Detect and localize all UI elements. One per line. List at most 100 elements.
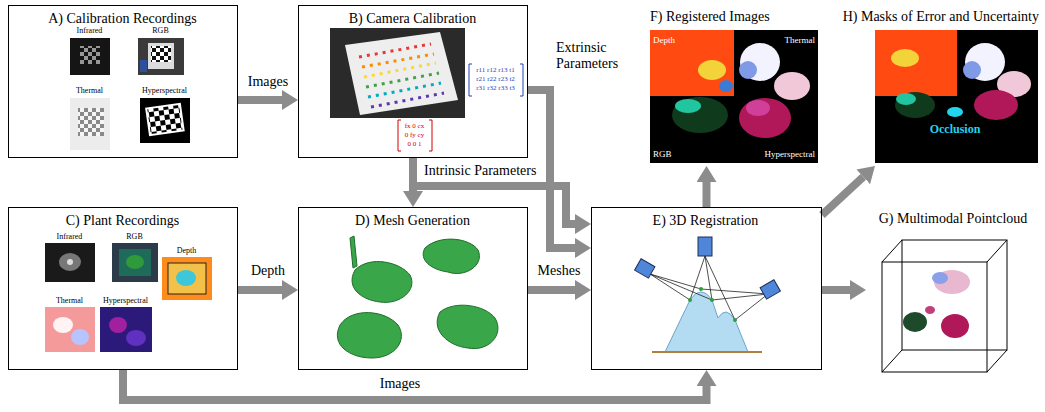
infrared-plant-image [45, 243, 95, 282]
panel-label: RGB [126, 232, 142, 242]
plant-mesh [337, 236, 498, 358]
panel-label: r31 r32 r33 t3 [476, 84, 515, 93]
thermal-plant-image [71, 329, 89, 345]
registration-schematic [650, 274, 712, 300]
stage-box: E) 3D Registration [591, 207, 822, 370]
rgb-plant-image [112, 243, 158, 282]
panel-label: r21 r22 r23 t2 [476, 75, 515, 84]
panel-heading: E) 3D Registration [653, 212, 759, 230]
calibration-photo [364, 63, 436, 77]
error-mask-picture [947, 107, 963, 117]
calibration-photo [345, 32, 458, 115]
stage-box: D) Mesh Generation [298, 207, 528, 370]
flow-arrow [238, 286, 282, 294]
panel-label: Hyperspectral [103, 296, 148, 306]
rgb-calibration-image [148, 43, 174, 69]
registration-schematic [699, 287, 703, 291]
rgb-calibration-image [151, 46, 171, 62]
extrinsic-matrix-bracket [469, 64, 472, 96]
panel-label: RGB [152, 26, 168, 36]
registration-schematic [688, 298, 692, 302]
panel-label: Thermal [785, 35, 816, 46]
pointcloud-cube [882, 240, 1007, 372]
panel-heading: H) Masks of Error and Uncertainty [843, 8, 1039, 26]
plant-mesh [423, 239, 479, 273]
error-mask-picture [891, 49, 919, 67]
thermal-calibration-image [70, 98, 110, 150]
stage-box: A) Calibration RecordingsInfraredRGBTher… [8, 5, 238, 158]
registered-images-picture [650, 30, 734, 96]
infrared-plant-image [45, 243, 95, 282]
rgb-calibration-image [138, 38, 184, 75]
infrared-calibration-image [80, 46, 100, 64]
infrared-calibration-image [70, 38, 110, 75]
hyperspectral-calibration-image [145, 103, 185, 137]
plant-mesh [350, 236, 357, 268]
registered-images-picture [672, 97, 728, 133]
rgb-calibration-image [140, 60, 147, 72]
rgb-plant-image [112, 243, 158, 282]
registration-schematic [690, 256, 705, 300]
registration-schematic [650, 274, 701, 289]
registration-schematic [650, 256, 768, 320]
thermal-plant-image [53, 317, 73, 333]
thermal-plant-image [45, 307, 95, 352]
registered-images-picture [675, 99, 701, 113]
pointcloud-cube [941, 314, 969, 338]
registration-schematic [635, 237, 781, 352]
pointcloud-cube [882, 240, 902, 262]
hyperspectral-calibration-image [140, 98, 190, 143]
panel-heading: D) Mesh Generation [355, 212, 470, 230]
panel-label: Depth [177, 246, 197, 256]
registered-images-picture [740, 43, 780, 81]
stage-box: C) Plant RecordingsInfraredRGBDepthTherm… [8, 207, 238, 370]
registration-schematic [712, 294, 768, 300]
thermal-calibration-image [78, 108, 104, 136]
pointcloud-cube [932, 272, 948, 284]
pointcloud-cube [925, 306, 935, 314]
rgb-plant-image [126, 255, 144, 269]
intrinsic-matrix-bracket [398, 120, 401, 151]
depth-plant-image [162, 257, 212, 300]
panel-heading: B) Camera Calibration [349, 10, 477, 28]
arrow-label: Intrinsic Parameters [424, 163, 536, 179]
flow-arrow [703, 182, 711, 207]
registration-schematic [760, 280, 780, 299]
hyperspectral-plant-image [100, 307, 152, 352]
error-mask-picture [974, 90, 1018, 120]
intrinsic-matrix-bracket [398, 120, 432, 151]
panel-label: Hyperspectral [765, 149, 815, 160]
flow-arrow [822, 177, 863, 215]
registered-images-picture [698, 60, 726, 80]
panel-label: Infrared [77, 26, 103, 36]
registration-schematic [733, 318, 737, 322]
calibration-photo [330, 28, 465, 118]
arrow-label: Images [380, 376, 420, 392]
result-panel: H) Masks of Error and UncertaintyOcclusi… [832, 6, 1041, 166]
arrow-label: Images [248, 74, 288, 90]
error-mask-picture [875, 30, 957, 96]
error-mask-picture [875, 30, 1038, 163]
calibration-photo [330, 28, 465, 118]
pointcloud-cube [987, 350, 1007, 372]
panel-label: Hyperspectral [142, 86, 187, 96]
infrared-plant-image [67, 259, 73, 265]
infrared-plant-image [59, 253, 81, 271]
pointcloud-cube [882, 350, 902, 372]
hyperspectral-plant-image [109, 317, 127, 333]
panel-heading: A) Calibration Recordings [48, 10, 197, 28]
registered-images-picture [739, 61, 757, 79]
flow-arrow [822, 286, 850, 294]
intrinsic-matrix-bracket [429, 120, 432, 151]
panel-label: Thermal [56, 296, 83, 306]
hyperspectral-plant-image [100, 307, 152, 352]
error-mask-picture [896, 93, 916, 105]
pointcloud-cube [882, 240, 1007, 372]
panel-label: RGB [653, 149, 672, 160]
hyperspectral-plant-image [126, 330, 146, 346]
panel-label: Occlusion [930, 122, 981, 137]
registration-schematic [652, 351, 762, 353]
